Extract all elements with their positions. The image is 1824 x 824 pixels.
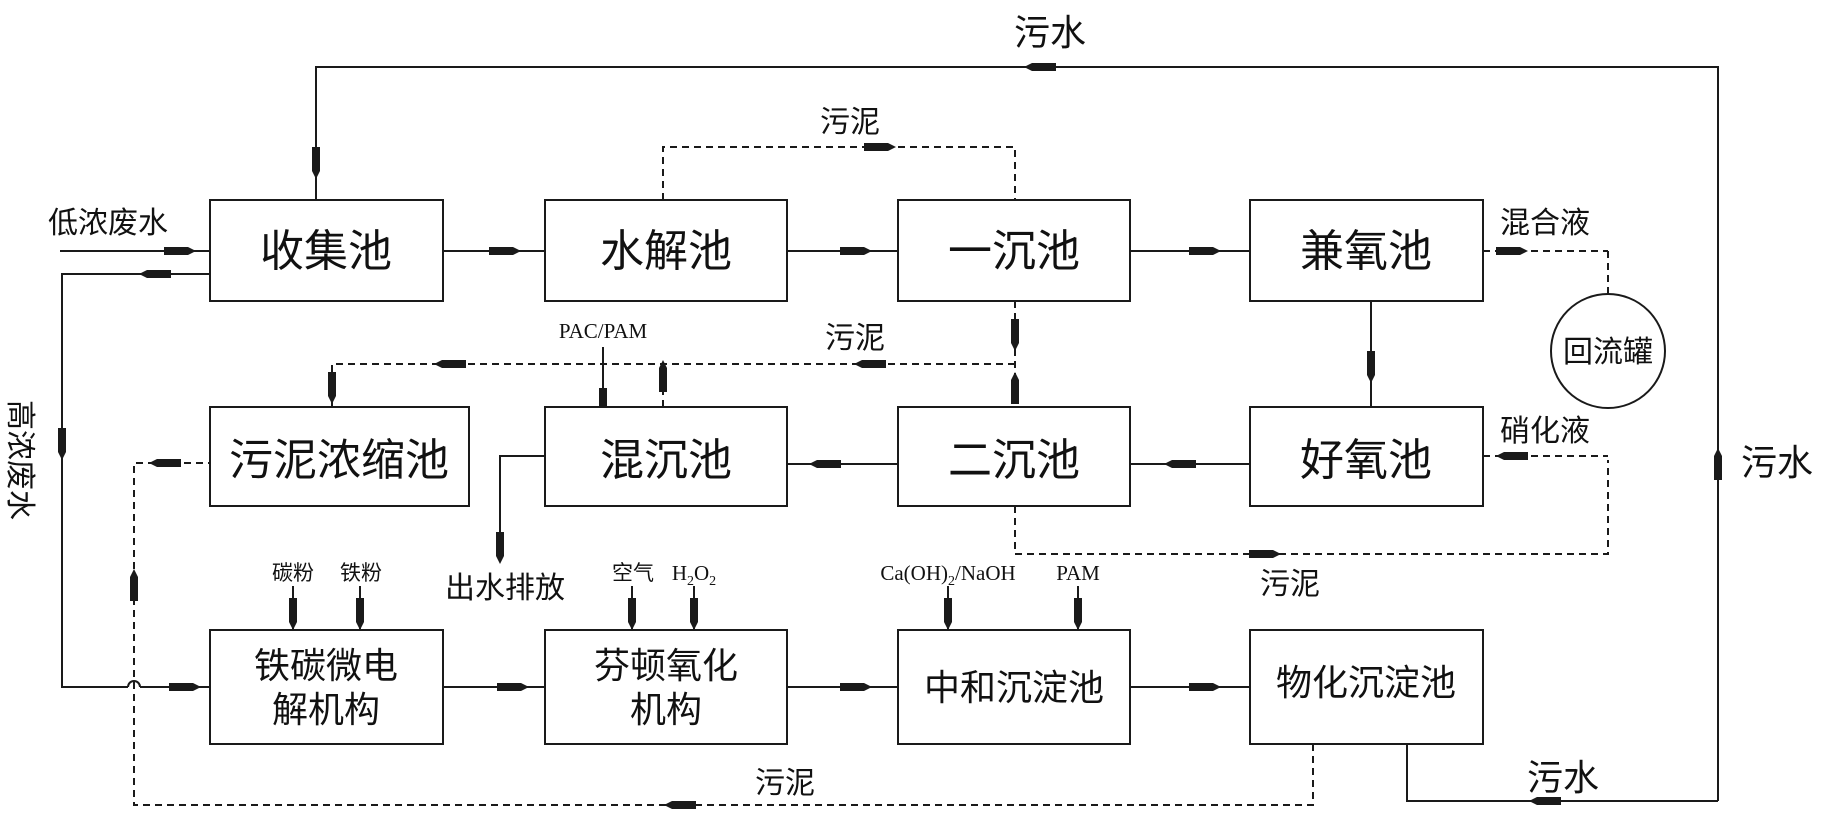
secondary-sedimentation-tank: 二沉池 (897, 406, 1131, 507)
fenton-label-line2: 机构 (630, 690, 702, 731)
caoh-arrow (944, 598, 952, 630)
sludge-bottom-line (133, 462, 1314, 806)
fenton-oxidation-unit: 芬顿氧化 机构 (544, 629, 788, 745)
iron-arrow (356, 598, 364, 630)
sewage-top-label: 污水 (1014, 13, 1086, 54)
high-conc-line (61, 273, 210, 688)
secondary-up-arrow (1011, 372, 1019, 404)
fe-c-label-line2: 解机构 (272, 690, 380, 731)
coagulation-sedimentation-label: 混沉池 (600, 435, 732, 486)
sludge-thickening-tank: 污泥浓缩池 (209, 406, 470, 507)
hydrolysis-tank-label: 水解池 (600, 226, 732, 277)
secondary-out-arrow (809, 460, 841, 468)
primary-down-arrow (1011, 319, 1019, 351)
sludge-mid-arrow (854, 360, 886, 368)
primary-out-arrow (1189, 247, 1221, 255)
sludge-thick-arrow (434, 360, 466, 368)
low-conc-label: 低浓废水 (48, 206, 168, 241)
sludge-right-arrow (1249, 550, 1281, 558)
sludge-bottom-up-arrow (130, 569, 138, 601)
neutralization-sedimentation-tank: 中和沉淀池 (897, 629, 1131, 745)
anoxic-down-arrow (1367, 351, 1375, 383)
nitrified-liquor-arrow (1496, 452, 1528, 460)
neutral-out-arrow (1189, 683, 1221, 691)
fenton-label-line1: 芬顿氧化 (594, 646, 738, 687)
pam-arrow (1074, 598, 1082, 630)
hydrolysis-out-arrow (840, 247, 872, 255)
collect-out-arrow (489, 247, 521, 255)
sludge-right-line (1014, 460, 1609, 555)
air-arrow (628, 598, 636, 630)
h2o2-arrow (690, 598, 698, 630)
pac-pam-label: PAC/PAM (559, 319, 648, 343)
low-conc-arrow (164, 247, 196, 255)
collect-tank-label: 收集池 (260, 226, 392, 277)
iron-powder-label: 铁粉 (340, 561, 382, 585)
coagulation-sedimentation-tank: 混沉池 (544, 406, 788, 507)
collect-inlet-arrow (312, 147, 320, 179)
collect-tank: 收集池 (209, 199, 444, 302)
sludge-right-label: 污泥 (1260, 567, 1320, 602)
hydrolysis-tank: 水解池 (544, 199, 788, 302)
mixed-liquor-arrow (1496, 247, 1528, 255)
thickener-in-arrow (328, 372, 336, 404)
physicochemical-label: 物化沉淀池 (1276, 663, 1456, 704)
caoh-naoh-label: Ca(OH)2/NaOH (880, 561, 1015, 589)
fe-c-out-arrow (497, 683, 529, 691)
reflux-tank: 回流罐 (1550, 293, 1666, 409)
fe-c-micro-electrolysis-unit: 铁碳微电 解机构 (209, 629, 444, 745)
discharge-label: 出水排放 (445, 571, 565, 606)
anoxic-tank-label: 兼氧池 (1300, 226, 1432, 277)
anoxic-tank: 兼氧池 (1249, 199, 1484, 302)
sewage-top-arrow (1024, 63, 1056, 71)
sludge-bottom-arrow (664, 801, 696, 809)
sludge-top-arrow (864, 143, 896, 151)
fe-c-in-arrow (169, 683, 201, 691)
secondary-sedimentation-label: 二沉池 (948, 435, 1080, 486)
sewage-bottom-label: 污水 (1527, 758, 1599, 799)
high-conc-label: 高浓废水 (2, 400, 37, 520)
carbon-powder-label: 碳粉 (272, 561, 314, 585)
pam-label: PAM (1056, 561, 1100, 585)
sewage-right-label: 污水 (1741, 443, 1813, 484)
fenton-out-arrow (840, 683, 872, 691)
fe-c-label-line1: 铁碳微电 (254, 646, 398, 687)
discharge-line (499, 455, 545, 550)
sludge-bottom-label: 污泥 (755, 766, 815, 801)
sewage-top-return-line (315, 66, 1719, 801)
discharge-arrow (496, 532, 504, 564)
sludge-top-label: 污泥 (820, 105, 880, 140)
aerobic-out-arrow (1164, 460, 1196, 468)
sludge-to-thickener-line (331, 363, 1015, 407)
high-conc-crossover-hop (127, 680, 141, 688)
aerobic-tank: 好氧池 (1249, 406, 1484, 507)
high-conc-top-arrow (139, 270, 171, 278)
sewage-right-arrow (1714, 448, 1722, 480)
flow-labels: 污水 污泥 污泥 污泥 污泥 污水 污水 低浓废水 高浓废水 混合液 硝化液 P… (2, 13, 1813, 801)
mixed-liquor-label: 混合液 (1500, 206, 1590, 241)
sludge-thickening-label: 污泥浓缩池 (229, 435, 449, 486)
h2o2-label: H2O2 (672, 561, 716, 589)
physicochemical-sedimentation-tank: 物化沉淀池 (1249, 629, 1484, 745)
high-conc-down-arrow (58, 428, 66, 460)
aerobic-tank-label: 好氧池 (1300, 435, 1432, 486)
thickener-inlet-arrow (149, 459, 181, 467)
nitrified-liquor-label: 硝化液 (1500, 414, 1590, 449)
neutralization-label: 中和沉淀池 (924, 668, 1104, 709)
air-label: 空气 (612, 561, 654, 585)
carbon-arrow (289, 598, 297, 630)
reflux-tank-label: 回流罐 (1563, 335, 1653, 370)
sludge-top-line (662, 146, 1016, 200)
sewage-bottom-return-line (1406, 744, 1718, 802)
primary-sedimentation-tank: 一沉池 (897, 199, 1131, 302)
primary-sedimentation-label: 一沉池 (948, 226, 1080, 277)
sludge-mid-label: 污泥 (825, 321, 885, 356)
